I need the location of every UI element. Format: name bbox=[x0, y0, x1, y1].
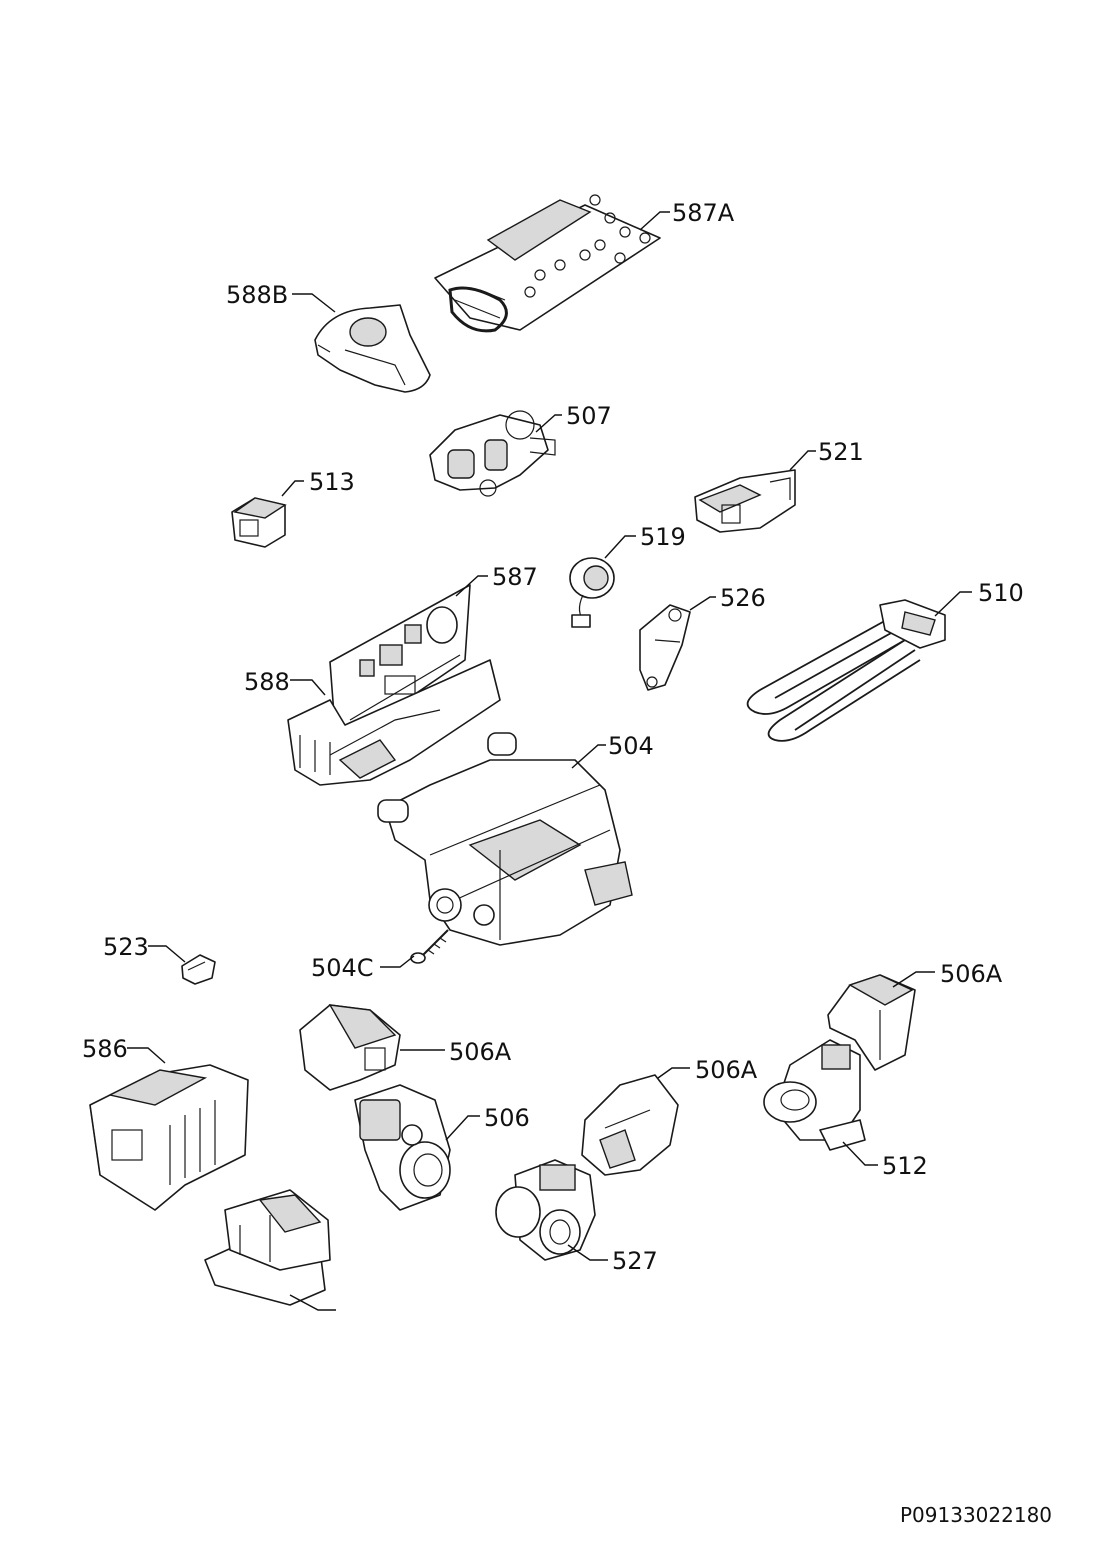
part-504c-screw bbox=[410, 929, 449, 964]
document-id: P09133022180 bbox=[900, 1503, 1052, 1527]
label-527: 527 bbox=[612, 1247, 658, 1275]
label-510: 510 bbox=[978, 579, 1024, 607]
label-526: 526 bbox=[720, 584, 766, 612]
part-504-motor bbox=[377, 732, 633, 946]
part-586-housing bbox=[89, 1064, 249, 1211]
part-523-clip bbox=[181, 954, 216, 985]
label-587: 587 bbox=[492, 563, 538, 591]
part-587a-user-interface-board bbox=[434, 194, 661, 333]
label-506a-middle: 506A bbox=[695, 1056, 758, 1084]
part-588-electronic-housing bbox=[287, 659, 501, 786]
label-507: 507 bbox=[566, 402, 612, 430]
label-523: 523 bbox=[103, 933, 149, 961]
label-586: 586 bbox=[82, 1035, 128, 1063]
part-527-pump bbox=[495, 1159, 596, 1261]
part-516-drain-pump bbox=[763, 1039, 866, 1151]
label-516: 512 bbox=[882, 1152, 928, 1180]
part-506a-left-cover bbox=[299, 1004, 401, 1091]
part-506-drain-pump bbox=[354, 1084, 451, 1211]
part-521-door-lock bbox=[694, 469, 796, 533]
label-506a-right: 506A bbox=[940, 960, 1003, 988]
label-588b: 588B bbox=[226, 281, 288, 309]
part-526-sensor-bracket bbox=[639, 604, 691, 691]
label-587a: 587A bbox=[672, 199, 735, 227]
label-506a-left: 506A bbox=[449, 1038, 512, 1066]
part-506a-middle-cover bbox=[581, 1074, 679, 1176]
part-510-heating-element bbox=[746, 599, 946, 742]
label-519: 519 bbox=[640, 523, 686, 551]
label-521: 521 bbox=[818, 438, 864, 466]
label-504: 504 bbox=[608, 732, 654, 760]
part-519-pressure-switch bbox=[569, 557, 615, 628]
part-513-suppressor bbox=[231, 497, 287, 548]
part-507-inlet-valve bbox=[429, 410, 556, 497]
label-513: 513 bbox=[309, 468, 355, 496]
label-504c: 504C bbox=[311, 954, 374, 982]
label-588: 588 bbox=[244, 668, 290, 696]
part-588b-cover bbox=[314, 304, 431, 393]
part-512-bracket bbox=[204, 1189, 331, 1306]
part-506a-right-cover bbox=[827, 974, 916, 1071]
label-506: 506 bbox=[484, 1104, 530, 1132]
